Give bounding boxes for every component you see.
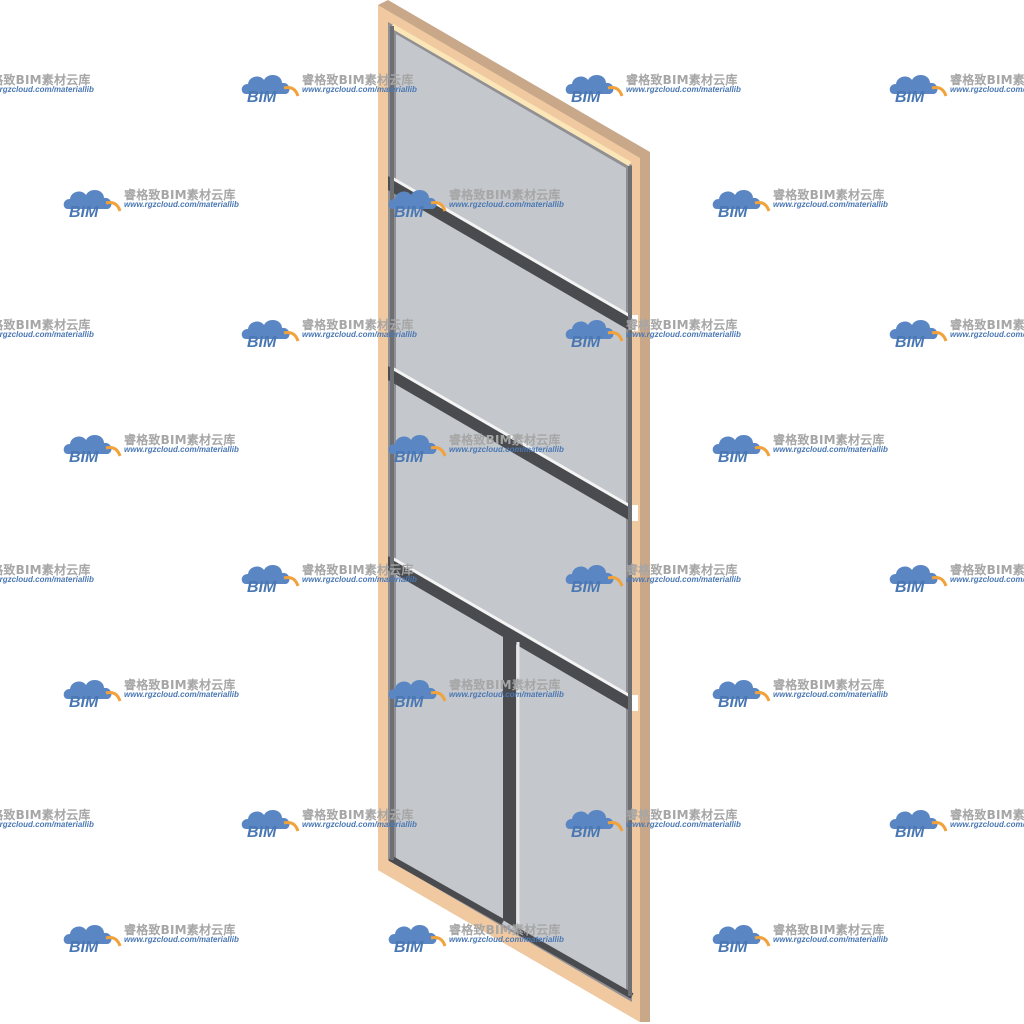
transom-1-cap bbox=[628, 315, 638, 331]
transom-2-edge bbox=[391, 366, 631, 508]
glass-pane bbox=[396, 34, 626, 996]
transom-1 bbox=[388, 176, 632, 332]
bottom-sash-right bbox=[514, 927, 634, 999]
mullion bbox=[503, 632, 516, 928]
bottom-sash-left bbox=[388, 855, 505, 925]
transom-3 bbox=[388, 556, 632, 712]
transom-2 bbox=[388, 366, 632, 522]
transom-3-cap bbox=[628, 695, 638, 711]
transom-3-edge bbox=[391, 556, 631, 698]
transom-2-cap bbox=[628, 505, 638, 521]
frame-top-highlight bbox=[390, 23, 632, 167]
